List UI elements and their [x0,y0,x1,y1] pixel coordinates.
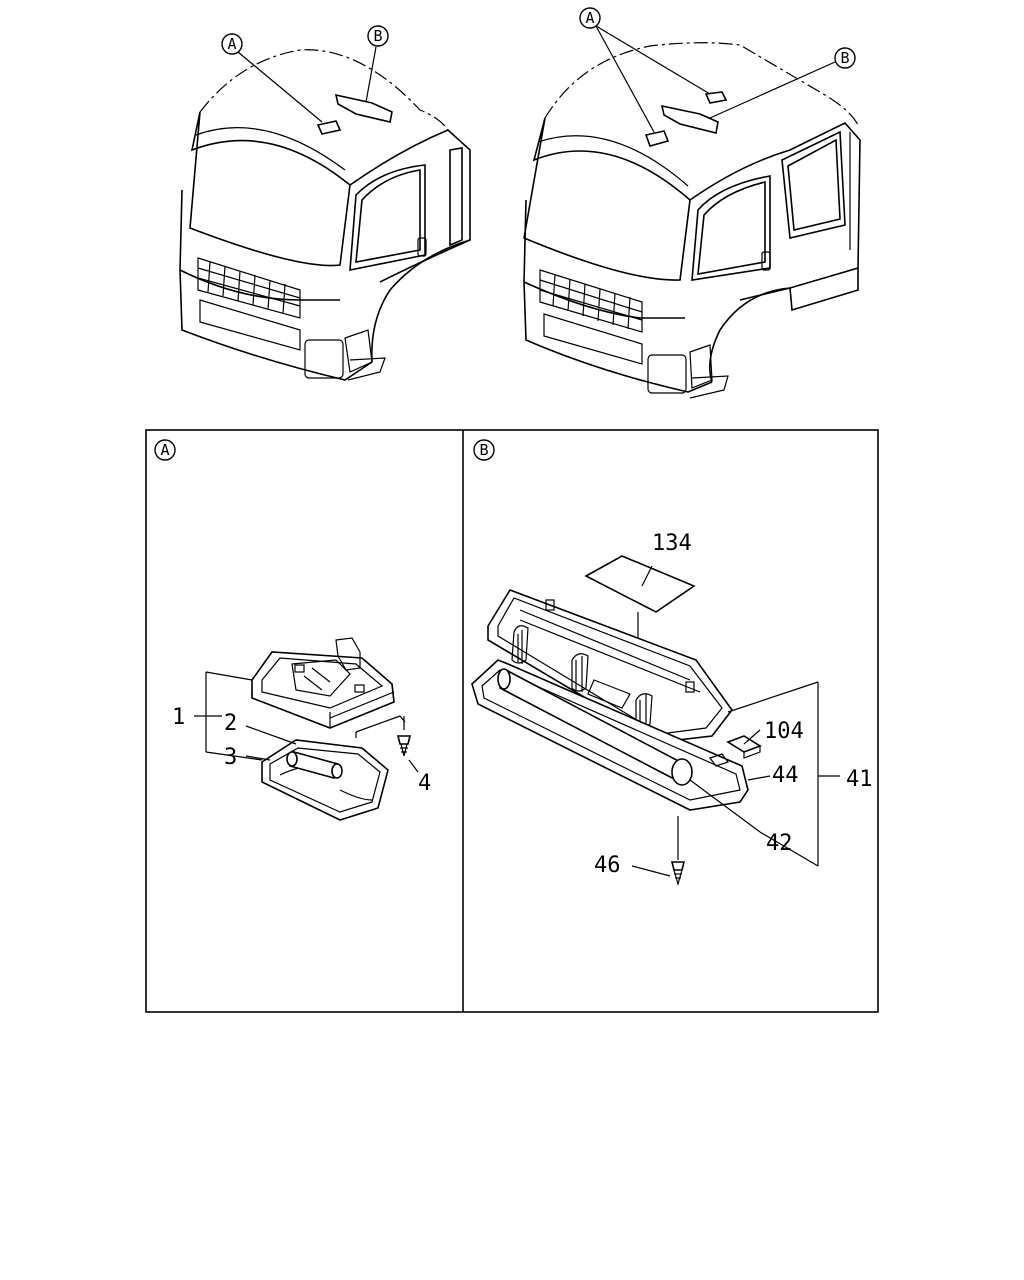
detail-panel-b: B [471,439,873,887]
roof-lamp-housing [487,589,733,743]
part-label-104: 104 [764,719,804,744]
left-cab-roof-lamp-b [334,93,393,123]
callout-b-right-cab: B [834,47,856,69]
panel-b-callout: B [473,439,495,461]
svg-text:A: A [227,35,236,53]
dome-lamp-bulb [286,751,343,779]
svg-text:A: A [585,9,594,27]
pad-part-134 [584,555,696,664]
callout-a-right-cab: A [579,7,601,29]
svg-text:B: B [479,441,488,459]
panel-a-callout: A [154,439,176,461]
right-cab-illustration: A B [523,7,861,399]
dome-lamp-housing [251,637,395,729]
dome-lamp-lens [261,739,389,821]
right-cab-dome-lamp-a2 [704,91,728,104]
detail-frame [145,429,879,1013]
part-label-4: 4 [418,771,431,796]
svg-text:B: B [840,49,849,67]
svg-text:B: B [373,27,382,45]
part-label-3: 3 [224,745,237,770]
right-cab-roof-lamp-b [660,104,719,134]
part-label-2: 2 [224,711,237,736]
callout-a-left-cab: A [221,33,243,55]
part-label-41: 41 [846,767,873,792]
callout-b-left-cab: B [367,25,389,47]
roof-lamp-bulb [497,668,693,786]
part-label-134: 134 [652,531,692,556]
part-label-1: 1 [172,705,185,730]
right-cab-dome-lamp-a1 [644,130,670,147]
left-cab-illustration: A B [179,25,471,381]
left-cab-dome-lamp-a [316,120,342,135]
part-label-42: 42 [766,831,793,856]
part-label-44: 44 [772,763,799,788]
screw-part-46 [631,816,686,887]
detail-panel-a: A [154,439,431,821]
screw-part-4 [355,715,419,773]
svg-text:A: A [160,441,169,459]
part-label-46: 46 [594,853,621,878]
